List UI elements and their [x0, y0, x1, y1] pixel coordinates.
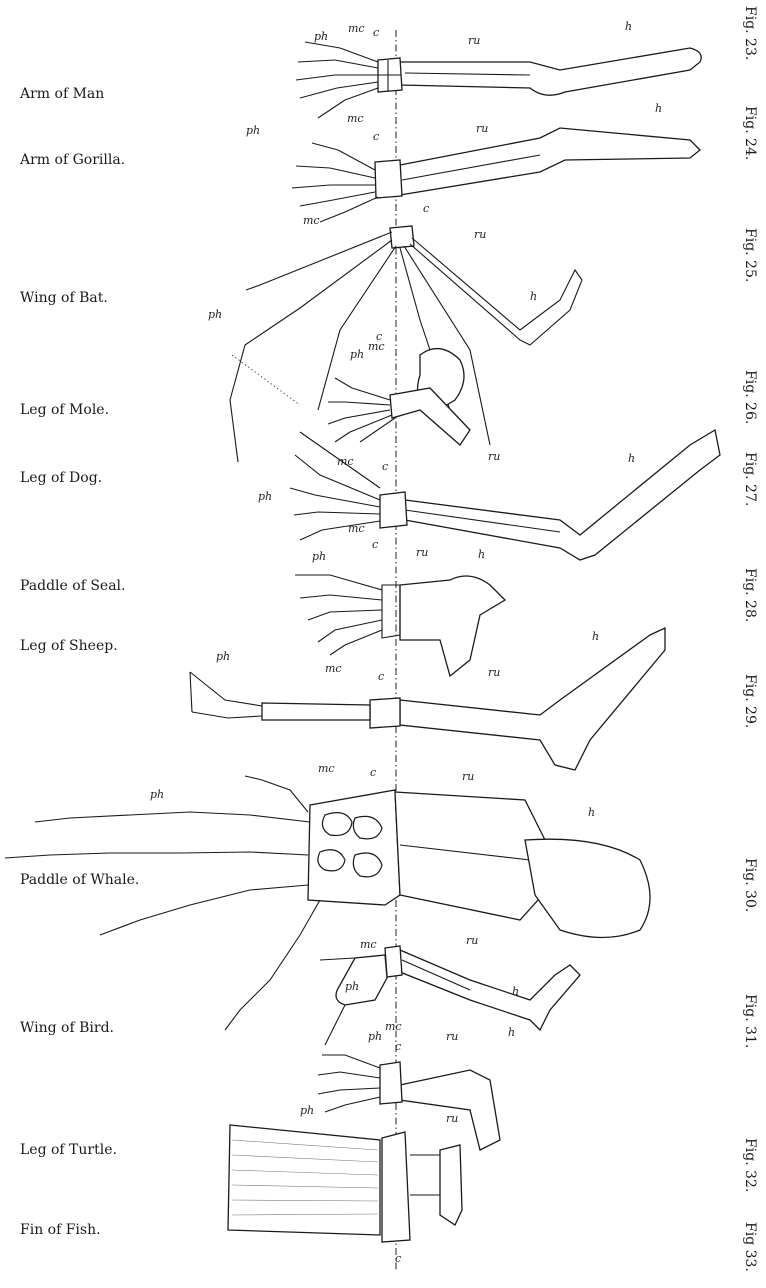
leg-of-sheep-skeleton [190, 628, 665, 770]
abbr-seal-c: c [372, 538, 378, 551]
fig-26-label: Fig. 26. [742, 370, 758, 424]
abbr-bird-ru: ru [466, 934, 478, 947]
abbr-sheep-mc: mc [325, 662, 342, 675]
leg-of-turtle-skeleton [318, 1055, 500, 1150]
fig-33-label: Fig 33. [742, 1222, 758, 1272]
abbr-seal-mc: mc [348, 522, 365, 535]
abbr-man-h: h [625, 20, 632, 33]
abbr-turtle-ph: ph [368, 1030, 382, 1043]
abbr-man-mc: mc [348, 22, 365, 35]
abbr-dog-ru: ru [488, 450, 500, 463]
abbr-fish-c: c [395, 1252, 401, 1265]
abbr-sheep-c: c [378, 670, 384, 683]
abbr-gorilla-ru: ru [476, 122, 488, 135]
abbr-dog-c: c [382, 460, 388, 473]
abbr-bat-h: h [530, 290, 537, 303]
abbr-sheep-h: h [592, 630, 599, 643]
fig-29-label: Fig. 29. [742, 674, 758, 728]
abbr-turtle-h: h [508, 1026, 515, 1039]
label-wing-of-bird: Wing of Bird. [20, 1020, 114, 1036]
abbr-gorilla-h: h [655, 102, 662, 115]
fig-28-label: Fig. 28. [742, 568, 758, 622]
abbr-bird-ph: ph [345, 980, 359, 993]
abbr-sheep-ph: ph [216, 650, 230, 663]
abbr-gorilla-mc: mc [347, 112, 364, 125]
leg-of-mole-skeleton [328, 349, 470, 445]
fig-32-label: Fig. 32. [742, 1138, 758, 1192]
fig-25-label: Fig. 25. [742, 228, 758, 282]
abbr-bird-h: h [512, 985, 519, 998]
abbr-whale-ph: ph [150, 788, 164, 801]
fig-30-label: Fig. 30. [742, 858, 758, 912]
arm-of-gorilla-skeleton [292, 128, 700, 222]
abbr-seal-ru: ru [416, 546, 428, 559]
abbr-fish-ru: ru [446, 1112, 458, 1125]
abbr-mole-c: c [376, 330, 382, 343]
abbr-dog-mc: mc [337, 455, 354, 468]
label-leg-of-dog: Leg of Dog. [20, 470, 102, 486]
abbr-sheep-ru: ru [488, 666, 500, 679]
arm-of-man-skeleton [296, 42, 701, 118]
abbr-whale-ru: ru [462, 770, 474, 783]
abbr-seal-ph: ph [312, 550, 326, 563]
label-paddle-of-whale: Paddle of Whale. [20, 872, 139, 888]
label-wing-of-bat: Wing of Bat. [20, 290, 108, 306]
abbr-bat-ru: ru [474, 228, 486, 241]
label-fin-of-fish: Fin of Fish. [20, 1222, 101, 1238]
fig-23-label: Fig. 23. [742, 6, 758, 60]
label-leg-of-turtle: Leg of Turtle. [20, 1142, 117, 1158]
abbr-turtle-ru: ru [446, 1030, 458, 1043]
abbr-bat-c: c [423, 202, 429, 215]
label-arm-of-gorilla: Arm of Gorilla. [20, 152, 125, 168]
abbr-bat-ph: ph [208, 308, 222, 321]
leg-of-dog-skeleton [290, 430, 720, 560]
abbr-whale-mc: mc [318, 762, 335, 775]
abbr-dog-h: h [628, 452, 635, 465]
abbr-whale-c: c [370, 766, 376, 779]
fig-31-label: Fig. 31. [742, 994, 758, 1048]
wing-of-bat-skeleton [230, 226, 582, 462]
label-leg-of-mole: Leg of Mole. [20, 402, 109, 418]
fig-27-label: Fig. 27. [742, 452, 758, 506]
abbr-man-ru: ru [468, 34, 480, 47]
label-leg-of-sheep: Leg of Sheep. [20, 638, 118, 654]
fig-24-label: Fig. 24. [742, 106, 758, 160]
abbr-fish-ph: ph [300, 1104, 314, 1117]
abbr-dog-ph: ph [258, 490, 272, 503]
fin-of-fish-skeleton [228, 1125, 462, 1242]
label-paddle-of-seal: Paddle of Seal. [20, 578, 126, 594]
abbr-man-ph: ph [314, 30, 328, 43]
abbr-seal-h: h [478, 548, 485, 561]
abbr-mole-ph: ph [350, 348, 364, 361]
abbr-turtle-c: c [395, 1040, 401, 1053]
abbr-gorilla-c: c [373, 130, 379, 143]
abbr-gorilla-ph: ph [246, 124, 260, 137]
abbr-bird-mc: mc [360, 938, 377, 951]
label-arm-of-man: Arm of Man [20, 86, 104, 102]
abbr-turtle-mc: mc [385, 1020, 402, 1033]
abbr-man-c: c [373, 26, 379, 39]
abbr-bat-mc: mc [303, 214, 320, 227]
paddle-of-seal-skeleton [295, 575, 505, 676]
abbr-whale-h: h [588, 806, 595, 819]
